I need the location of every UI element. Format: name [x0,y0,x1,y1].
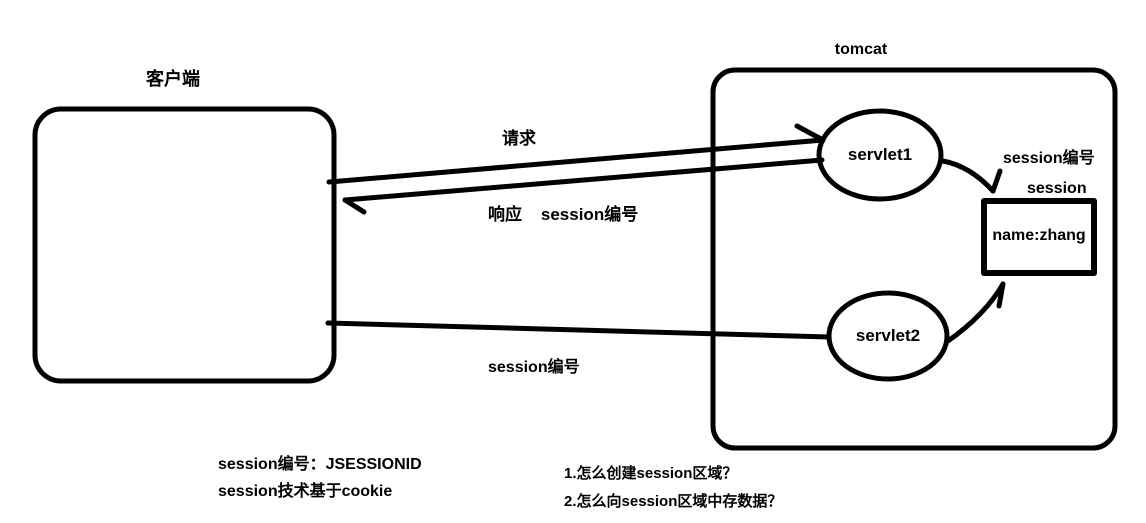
session-store-title: session [1027,180,1087,197]
client-box [32,106,337,384]
response-arrow-line [342,157,825,203]
question-create-session: 1.怎么创建session区域？ [564,465,738,482]
tomcat-label: tomcat [834,41,888,58]
response-edge-label: 响应 session编号 [488,205,639,224]
tomcat-box [710,67,1118,451]
servlet1-ellipse [816,108,944,202]
servlet1-label: servlet1 [847,145,913,164]
servlet1-session-arrowhead [990,168,1003,194]
client-label: 客户端 [146,69,200,89]
servlet2-session-arrowhead [996,281,1006,309]
servlet1-session-arrow [940,158,996,194]
session-entry-value: name:zhang [992,227,1086,244]
request-arrow-line [326,137,826,185]
note-jsessionid: session编号：JSESSIONID [218,456,422,473]
session-id-line [325,320,832,340]
request-arrowhead [794,123,826,143]
servlet2-label: servlet2 [855,326,921,345]
session-store-box [981,198,1097,276]
note-cookie: session技术基于cookie [218,483,393,500]
session-id-caption: session编号 [1003,150,1095,167]
request-edge-label: 请求 [502,129,536,148]
session-id-edge-label: session编号 [488,359,580,376]
response-arrowhead [342,197,367,215]
question-store-data: 2.怎么向session区域中存数据？ [564,493,783,510]
servlet2-session-arrow [945,281,1006,344]
